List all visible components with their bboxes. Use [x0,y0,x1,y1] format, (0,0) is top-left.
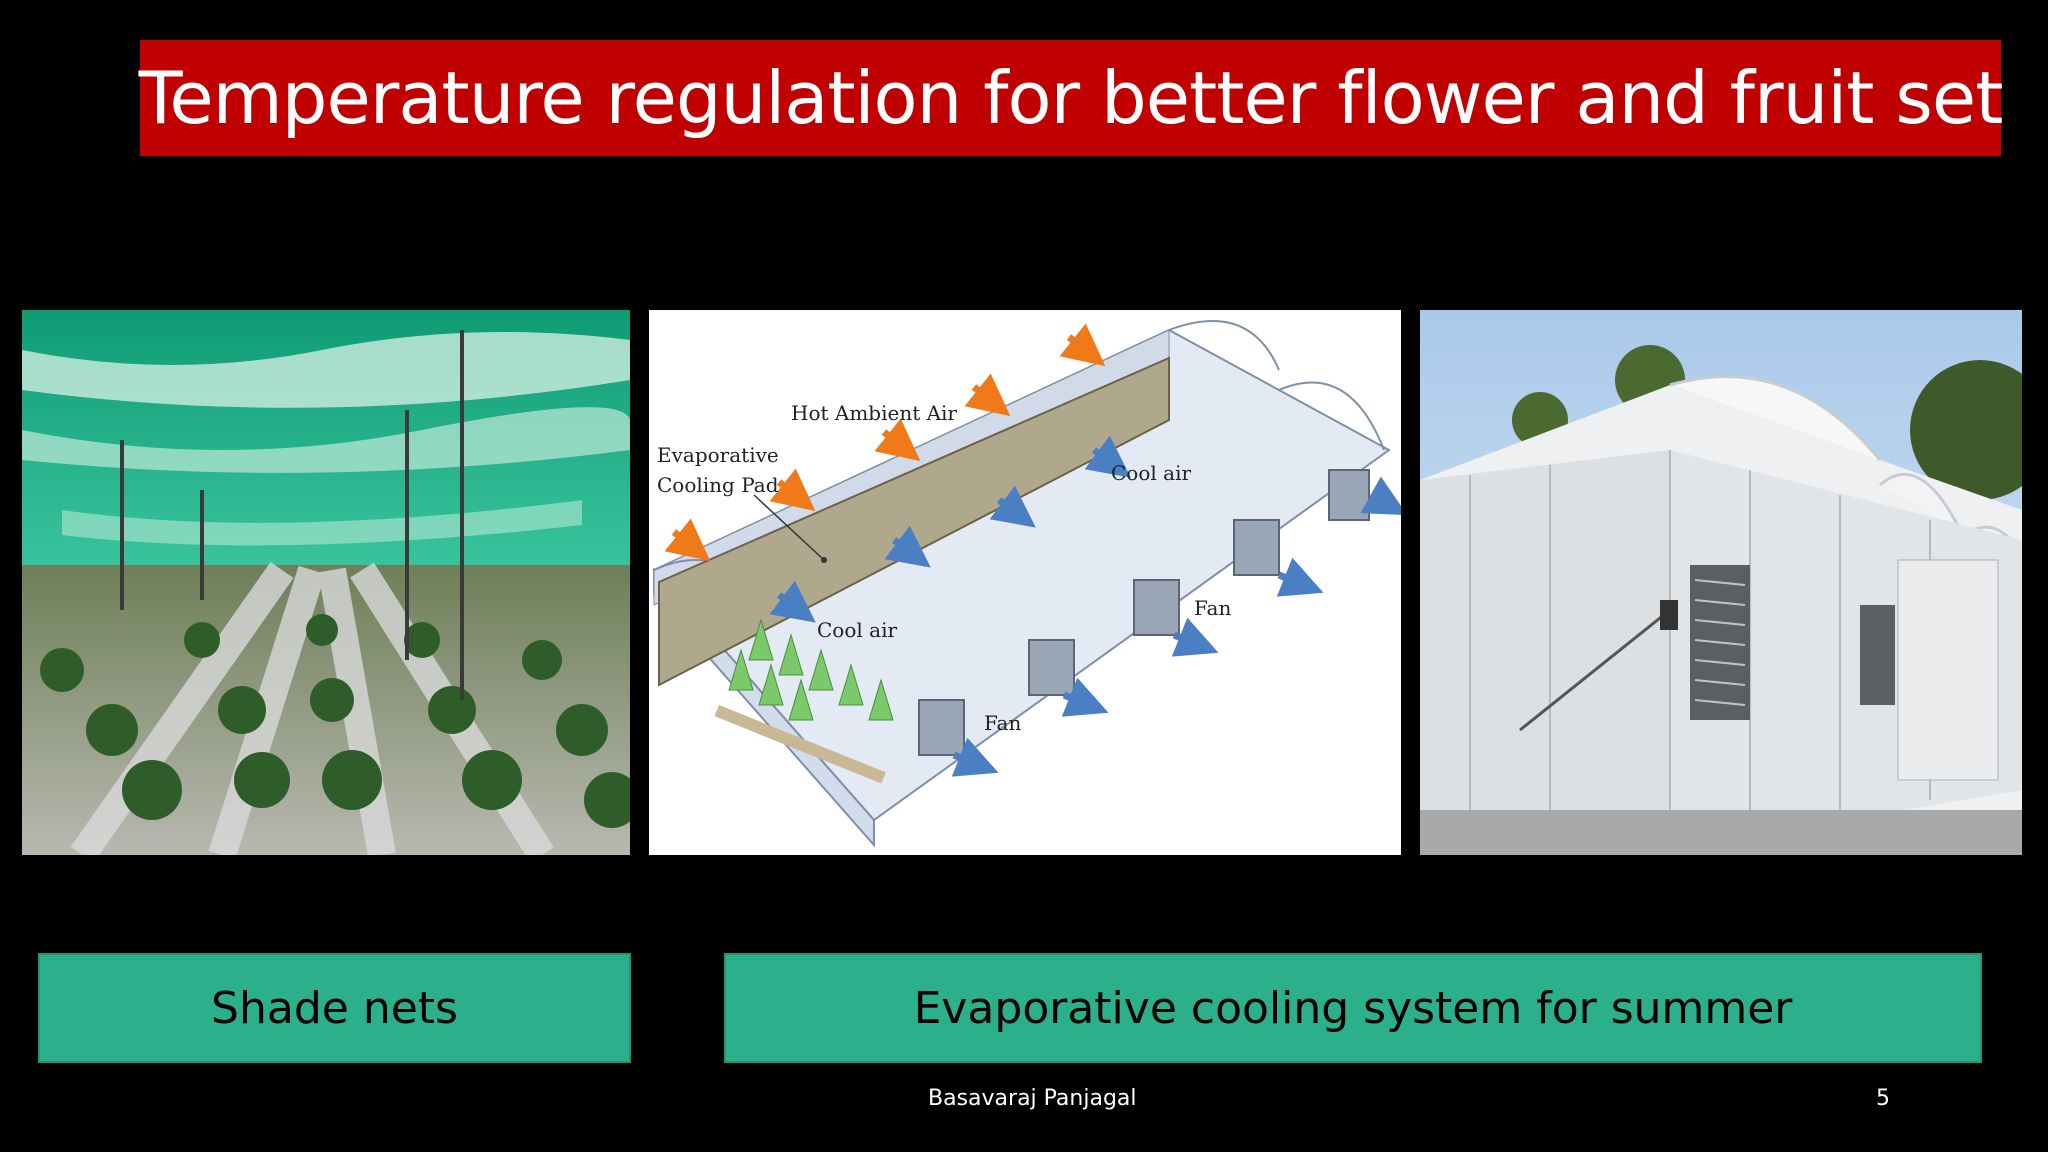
caption-evaporative-cooling: Evaporative cooling system for summer [724,953,1982,1063]
fan-label-right: Fan [1194,596,1231,620]
cool-air-label-top: Cool air [1111,461,1191,485]
page-number: 5 [1876,1086,1890,1111]
fan-label-left: Fan [984,711,1021,735]
greenhouse-fans-photo [1420,310,2022,855]
pad-label-line2: Cooling Pad [657,473,779,497]
slide-title: Temperature regulation for better flower… [138,56,2004,140]
title-bar: Temperature regulation for better flower… [138,40,2004,156]
footer-author: Basavaraj Panjagal [928,1086,1137,1111]
cool-air-label-bottom: Cool air [817,618,897,642]
caption-right-text: Evaporative cooling system for summer [913,982,1793,1034]
caption-shade-nets: Shade nets [38,953,631,1063]
shade-net-photo [22,310,630,855]
pad-label-line1: Evaporative [657,443,779,467]
evaporative-cooling-diagram: Hot Ambient Air Evaporative Cooling Pad … [649,310,1401,855]
hot-air-label: Hot Ambient Air [791,401,957,425]
caption-left-text: Shade nets [211,982,458,1034]
